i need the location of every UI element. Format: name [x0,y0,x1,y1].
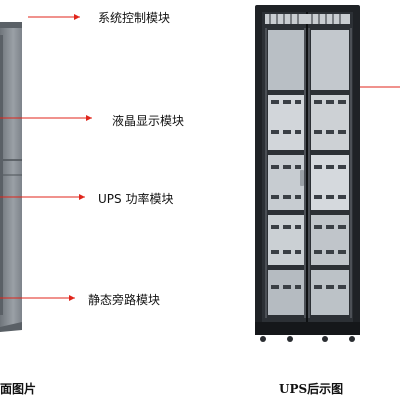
label-lcd-display: 液晶显示模块 [112,114,185,128]
caster-mid-right [322,336,328,342]
caption-rear: UPS后示图 [279,382,344,396]
caster-mid-left [287,336,293,342]
label-static-bypass: 静态旁路模块 [88,293,161,307]
rear-cabinet [255,5,360,342]
front-cabinet [0,22,22,332]
label-system-control: 系统控制模块 [98,11,171,25]
caster-right [349,336,355,342]
caption-front-partial: 面图片 [0,382,37,396]
label-ups-power: UPS 功率模块 [98,192,174,206]
caster-left [260,336,266,342]
